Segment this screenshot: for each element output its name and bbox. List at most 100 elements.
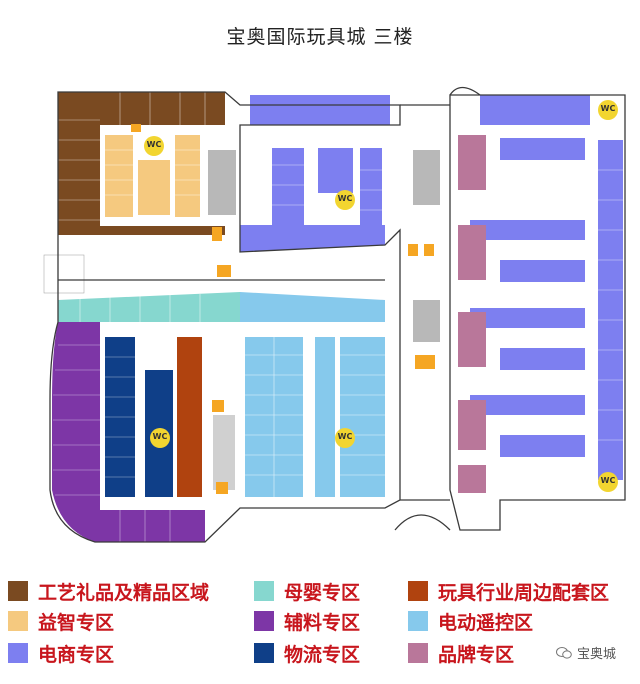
legend-swatch-logistics [254,643,274,663]
legend-label: 玩具行业周边配套区 [438,581,610,604]
brand-2 [458,225,486,280]
stair-2 [413,150,440,205]
wc-2 [335,190,355,210]
wc-label-4: WC [152,432,168,441]
ecom-top-strip [250,95,390,125]
remote-col-b [315,337,335,497]
zone-ecommerce [240,95,623,480]
watermark-text: 宝奥城 [576,647,616,662]
ecom-col-b [318,148,353,193]
ecom-row-5 [500,348,585,370]
watermark: 宝奥城 [555,643,616,662]
legend-label: 电动遥控区 [438,611,534,634]
legend-item-accessory: 辅料专区 [254,608,360,634]
brand-4 [458,400,486,450]
facility-4 [408,244,418,256]
ecom-row-6 [470,395,585,415]
maternal-band [58,292,240,322]
puzzle-block-left [105,135,133,217]
legend-swatch-puzzle [8,611,28,631]
legend-item-logistics: 物流专区 [254,640,360,666]
legend-swatch-maternal [254,581,274,601]
zone-periphery [177,337,202,497]
remote-col-c [340,337,385,497]
wc-5 [335,428,355,448]
legend-item-maternal: 母婴专区 [254,578,360,604]
legend-label: 电商专区 [38,643,115,666]
map-title: 宝奥国际玩具城 三楼 [226,26,414,48]
floor-plan [0,60,640,555]
facility-2 [212,227,222,241]
ecom-row-4 [470,308,585,328]
wc-label-2: WC [337,194,353,203]
facility-6 [415,355,435,369]
legend-item-remote: 电动遥控区 [408,608,533,634]
ecom-col-a [272,148,304,238]
legend-item-brand: 品牌专区 [408,640,514,666]
zone-remote [240,292,385,497]
legend-label: 物流专区 [284,643,361,666]
ecom-col-c [360,148,382,243]
legend-label: 品牌专区 [438,643,515,666]
wc-label-6: WC [600,476,616,485]
stairs [43,150,440,490]
ecom-row-1 [500,138,585,160]
puzzle-block-mid [138,160,170,215]
ecom-row-2 [470,220,585,240]
legend-label: 辅料专区 [284,611,361,634]
legend-swatch-remote [408,611,428,631]
ecom-bottom-band [240,225,385,252]
ecom-row-7 [500,435,585,457]
wall-left-building [49,91,401,543]
facility-8 [216,482,228,494]
legend-label: 益智专区 [38,611,115,634]
ecom-right-col [598,140,623,480]
facility-5 [424,244,434,256]
wechat-icon [555,646,572,659]
wc-markers [144,100,618,492]
stair-3 [413,300,440,342]
zone-craft [58,92,225,235]
zone-logistics [105,337,173,497]
zone-accessory [52,322,205,542]
legend-item-periphery: 玩具行业周边配套区 [408,578,609,604]
puzzle-block-right [175,135,200,217]
legend-label: 工艺礼品及精品区域 [38,581,210,604]
wc-label-5: WC [337,432,353,441]
wall-arc-top [449,86,481,96]
brand-5 [458,465,486,493]
craft-zone-shape [58,92,225,235]
legend-swatch-ecommerce [8,643,28,663]
stair-grid [43,254,85,294]
legend-swatch-craft [8,581,28,601]
wc-label-3: WC [600,104,616,113]
legend-swatch-accessory [254,611,274,631]
facility-icons [131,124,435,494]
remote-band [240,292,385,322]
zone-puzzle [105,135,200,217]
facility-1 [131,124,141,132]
wc-3 [598,100,618,120]
wall-arc-bottom [394,514,451,531]
brand-1 [458,135,486,190]
wc-4 [150,428,170,448]
periphery-col [177,337,202,497]
ecom-right-top [480,95,590,125]
walls [49,86,626,543]
stair-1 [208,150,236,215]
ecom-row-3 [500,260,585,282]
facility-3 [217,265,231,277]
zone-maternal [58,292,240,322]
stair-4 [213,415,235,490]
legend-item-craft: 工艺礼品及精品区域 [8,578,209,604]
legend-swatch-brand [408,643,428,663]
legend-item-ecommerce: 电商专区 [8,640,114,666]
accessory-shape [52,322,205,542]
legend-item-puzzle: 益智专区 [8,608,114,634]
wc-6 [598,472,618,492]
facility-7 [212,400,224,412]
wc-1 [144,136,164,156]
zone-brand [458,135,486,493]
legend-label: 母婴专区 [284,581,361,604]
wall-right-building [449,94,626,531]
